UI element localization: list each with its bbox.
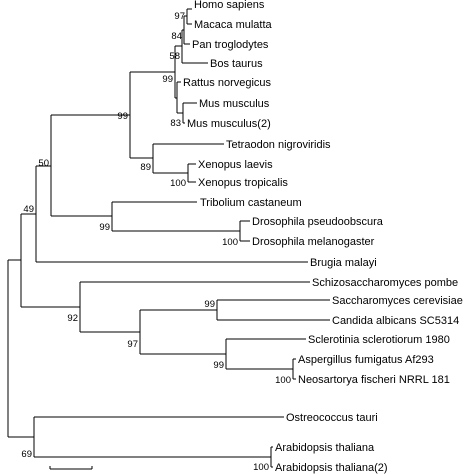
bootstrap-value: 99 xyxy=(213,360,224,371)
taxon-label: Bos taurus xyxy=(210,58,263,70)
bootstrap-value: 58 xyxy=(169,51,180,62)
taxon-label: Ostreococcus tauri xyxy=(286,412,378,424)
bootstrap-value: 97 xyxy=(174,11,185,22)
taxon-label: Pan troglodytes xyxy=(192,39,269,51)
bootstrap-value: 69 xyxy=(21,449,32,460)
bootstrap-value: 89 xyxy=(140,162,151,173)
taxon-label: Neosartorya fischeri NRRL 181 xyxy=(298,374,450,386)
bootstrap-value: 99 xyxy=(99,222,110,233)
taxon-label: Drosophila pseudoobscura xyxy=(252,216,384,228)
bootstrap-value: 99 xyxy=(162,74,173,85)
taxon-label: Brugia malayi xyxy=(310,257,377,269)
taxon-label: Saccharomyces cerevisiae xyxy=(332,295,463,307)
bootstrap-value: 84 xyxy=(171,31,182,42)
taxon-label: Schizosaccharomyces pombe xyxy=(312,277,458,289)
bootstrap-value: 100 xyxy=(170,178,186,189)
bootstrap-value: 100 xyxy=(275,375,291,386)
taxon-label: Candida albicans SC5314 xyxy=(332,315,459,327)
tree-branches xyxy=(7,8,330,468)
taxon-label: Mus musculus(2) xyxy=(187,118,271,130)
bootstrap-value: 97 xyxy=(127,339,138,350)
taxon-label: Arabidopsis thaliana(2) xyxy=(275,462,388,474)
taxon-label: Xenopus tropicalis xyxy=(198,177,288,189)
bootstrap-value: 99 xyxy=(117,111,128,122)
bootstrap-value: 83 xyxy=(170,118,181,129)
taxon-label: Homo sapiens xyxy=(194,0,265,11)
taxon-label: Arabidopsis thaliana xyxy=(275,442,375,454)
taxon-label: Xenopus laevis xyxy=(198,159,273,171)
taxon-label: Tribolium castaneum xyxy=(200,197,302,209)
taxon-labels: Homo sapiens Macaca mulatta Pan troglody… xyxy=(183,0,463,474)
bootstrap-value: 99 xyxy=(204,299,215,310)
taxon-label: Macaca mulatta xyxy=(194,19,273,31)
bootstrap-value: 49 xyxy=(23,204,34,215)
bootstrap-value: 50 xyxy=(38,158,49,169)
taxon-label: Aspergillus fumigatus Af293 xyxy=(298,354,434,366)
scale-bar xyxy=(49,466,93,470)
taxon-label: Mus musculus xyxy=(199,98,270,110)
bootstrap-value: 100 xyxy=(222,237,238,248)
bootstrap-value: 100 xyxy=(253,462,269,473)
bootstrap-values: 97 84 58 99 83 99 100 89 50 99 100 49 99… xyxy=(21,11,291,473)
taxon-label: Tetraodon nigroviridis xyxy=(226,139,331,151)
taxon-label: Sclerotinia sclerotiorum 1980 xyxy=(308,334,450,346)
taxon-label: Drosophila melanogaster xyxy=(252,236,375,248)
taxon-label: Rattus norvegicus xyxy=(183,77,272,89)
bootstrap-value: 92 xyxy=(67,313,78,324)
